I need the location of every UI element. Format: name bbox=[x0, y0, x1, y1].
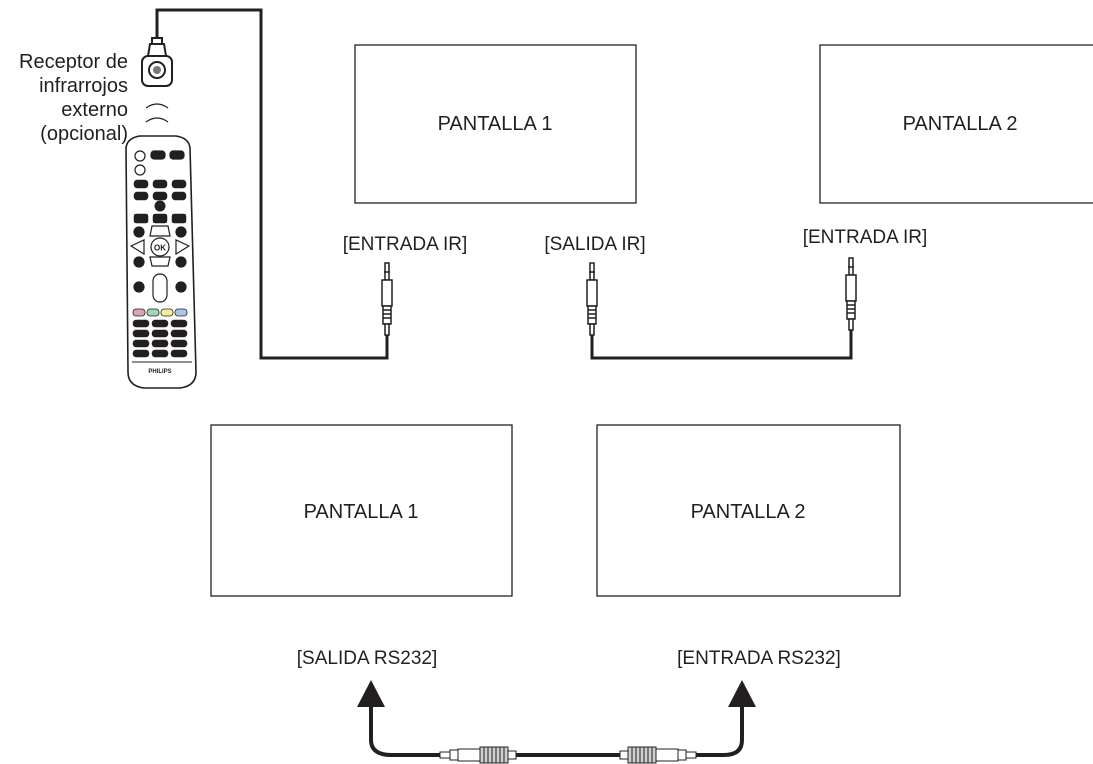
receiver-label: Receptor de infrarrojos externo (opciona… bbox=[19, 51, 128, 145]
ir-daisy-chain-cable bbox=[590, 330, 853, 360]
bottom-display-2-label: PANTALLA 2 bbox=[691, 501, 806, 523]
rs232-cable bbox=[369, 700, 744, 757]
bottom-display-2: PANTALLA 2 bbox=[596, 424, 901, 597]
ir-jack-display-1 bbox=[381, 262, 393, 336]
receiver-strain-relief bbox=[146, 43, 168, 57]
top-display-1-label: PANTALLA 1 bbox=[438, 113, 553, 135]
rs232-in-arrow-icon bbox=[728, 680, 756, 707]
remote-number-pad bbox=[132, 319, 188, 358]
top-display-2: PANTALLA 2 bbox=[819, 44, 1093, 204]
top-display-2-label: PANTALLA 2 bbox=[903, 113, 1018, 135]
port-label-rs232-in: [ENTRADA RS232] bbox=[677, 648, 841, 669]
remote-power-button bbox=[134, 150, 146, 162]
receiver-cable bbox=[155, 8, 389, 360]
port-label-ir-in-display-1: [ENTRADA IR] bbox=[343, 234, 468, 255]
receiver-label-line-4: (opcional) bbox=[40, 123, 128, 145]
port-label-ir-out-display-1: [SALIDA IR] bbox=[544, 234, 645, 255]
port-label-rs232-out: [SALIDA RS232] bbox=[297, 648, 437, 669]
svg-text:OK: OK bbox=[154, 244, 166, 253]
ir-jack-display-1-out bbox=[586, 262, 598, 336]
bottom-display-1-label: PANTALLA 1 bbox=[304, 501, 419, 523]
bottom-display-1: PANTALLA 1 bbox=[210, 424, 513, 597]
ir-receiver bbox=[141, 8, 389, 360]
ir-signal-waves-icon bbox=[145, 103, 169, 123]
remote-ok-button bbox=[150, 237, 170, 257]
receiver-label-line-1: Receptor de bbox=[19, 51, 128, 73]
remote-color-keys bbox=[132, 308, 188, 317]
remote-brand: PHILIPS bbox=[148, 369, 171, 375]
ir-jack-display-2 bbox=[845, 257, 857, 331]
rs232-out-arrow-icon bbox=[357, 680, 385, 707]
rs232-plug-left bbox=[439, 746, 517, 764]
top-display-1: PANTALLA 1 bbox=[354, 44, 637, 204]
receiver-label-line-2: infrarrojos bbox=[39, 75, 128, 97]
port-label-ir-in-display-2: [ENTRADA IR] bbox=[803, 227, 928, 248]
rs232-plug-right bbox=[619, 746, 697, 764]
remote-control: PHILIPS OK bbox=[125, 135, 197, 389]
receiver-label-line-3: externo bbox=[61, 99, 128, 121]
